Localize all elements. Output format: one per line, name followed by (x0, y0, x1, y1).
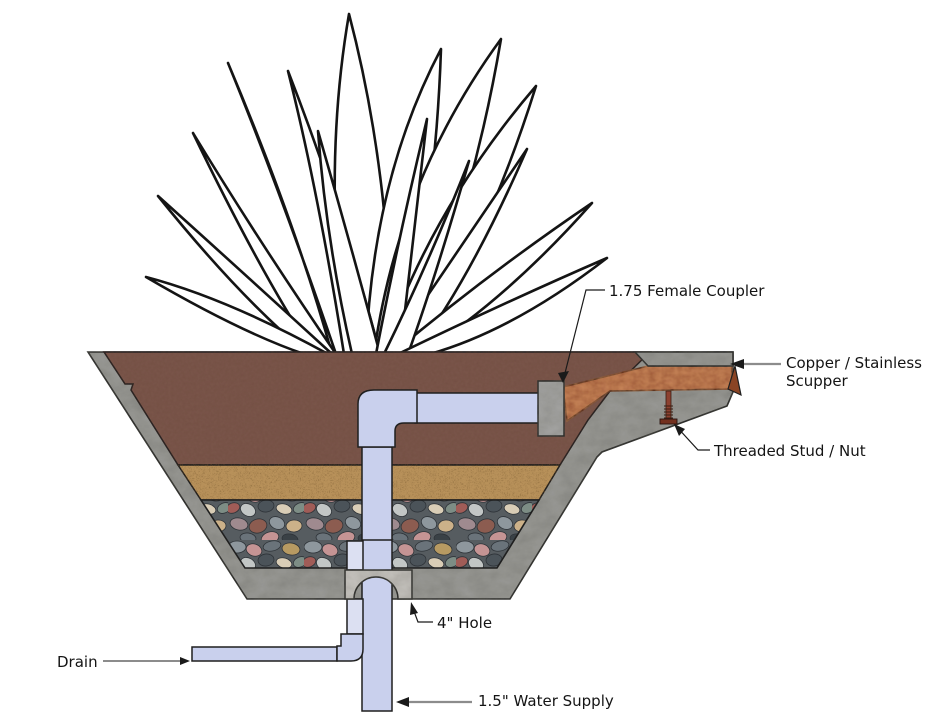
agave-leaf (382, 159, 471, 356)
threaded-stud-nut (659, 390, 678, 425)
pipe-elbow-drain (336, 633, 364, 662)
callout-water-supply: 1.5" Water Supply (478, 692, 614, 710)
agave-leaf (226, 61, 338, 356)
agave-plant (144, 12, 609, 356)
scupper-drip-tip (727, 365, 742, 397)
arrowhead (730, 359, 744, 369)
leader-female-coupler (562, 289, 605, 382)
hole-block (344, 569, 413, 600)
horizontal-pipe (414, 392, 540, 424)
leader-hole (411, 605, 433, 623)
callout-leaders (103, 289, 781, 707)
callout-scupper: Copper / Stainless Scupper (786, 354, 922, 390)
callout-drain: Drain (57, 653, 98, 671)
callout-female-coupler: 1.75 Female Coupler (609, 282, 765, 300)
female-coupler (537, 380, 565, 437)
agave-leaf (191, 131, 338, 356)
agave-leaf (374, 117, 429, 356)
drain-standpipe-bottom (346, 598, 364, 635)
arrowhead (396, 697, 409, 707)
arrowhead (674, 424, 685, 436)
arrowhead (558, 371, 569, 383)
arrowhead (180, 657, 190, 665)
leader-threaded-stud (675, 425, 710, 451)
callout-threaded-stud: Threaded Stud / Nut (714, 442, 866, 460)
agave-leaf (144, 275, 330, 356)
agave-leaf (156, 194, 334, 356)
callout-hole: 4" Hole (437, 614, 493, 632)
pipe-elbow-top (357, 389, 418, 448)
agave-leaf (396, 256, 609, 356)
stud-nut (659, 418, 678, 425)
arrowhead (410, 602, 418, 615)
rim-band (633, 351, 734, 367)
agave-leaf (316, 129, 382, 356)
drain-pipe (191, 646, 338, 662)
drain-standpipe-top (346, 540, 364, 571)
